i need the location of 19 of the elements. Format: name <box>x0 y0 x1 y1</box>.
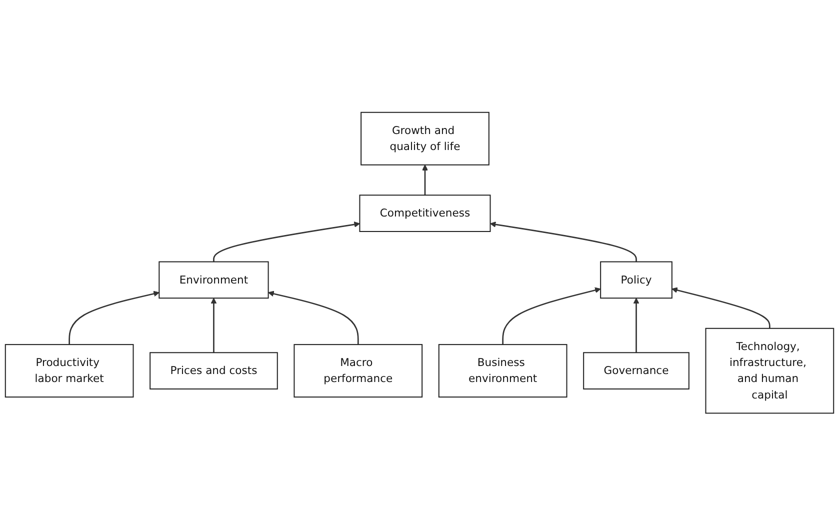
arrow <box>68 291 160 345</box>
node-box: Policy <box>600 261 672 299</box>
node-box: Technology, infrastructure, and human capital <box>705 328 834 414</box>
node-box: Competitiveness <box>359 194 491 232</box>
arrow <box>502 287 601 345</box>
arrow <box>422 164 428 196</box>
node-box: Prices and costs <box>150 352 278 390</box>
arrow <box>213 222 360 262</box>
arrow <box>210 298 217 353</box>
node-box: Macro performance <box>294 344 423 398</box>
arrow <box>268 291 359 345</box>
node-box: Growth and quality of life <box>360 112 490 166</box>
arrow <box>490 222 637 262</box>
node-box: Governance <box>583 352 690 390</box>
arrow <box>672 287 770 329</box>
node-box: Business environment <box>438 344 568 398</box>
node-box: Productivity labor market <box>4 344 134 398</box>
arrow <box>633 298 640 353</box>
node-box: Environment <box>158 261 269 299</box>
